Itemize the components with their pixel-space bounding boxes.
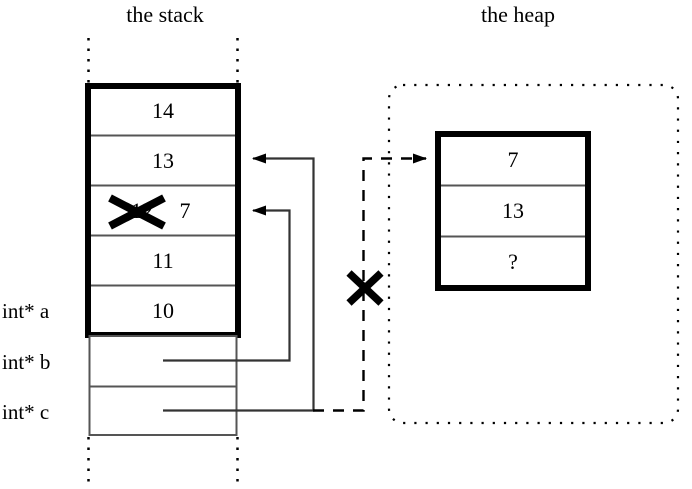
- stack-cell-value-0: 14: [152, 98, 174, 123]
- stack-cell-value-1: 13: [152, 148, 174, 173]
- stack-region-guides: [87, 38, 239, 489]
- stack-cell-value-4: 10: [152, 298, 174, 323]
- variable-label-b: int* b: [2, 350, 51, 374]
- heap-box: [435, 131, 591, 291]
- heap-region-boundary: [387, 83, 680, 425]
- variable-label-c: int* c: [2, 400, 50, 424]
- cross-out-pointer-c-icon: [346, 270, 384, 306]
- stack-cell-value-2-replacement: 7: [179, 198, 191, 223]
- heap-title: the heap: [481, 2, 555, 27]
- stack-title: the stack: [126, 2, 204, 27]
- heap-cell-value-0: 7: [507, 147, 519, 172]
- pointer-arrow-c: [163, 153, 315, 412]
- variable-label-a: int* a: [2, 299, 50, 323]
- cross-out-stack-value-icon: [108, 194, 166, 230]
- heap-cell-value-2: ?: [508, 249, 518, 274]
- pointer-arrow-c-to-heap-invalid: [313, 153, 427, 412]
- stack-cell-value-3: 11: [152, 248, 174, 273]
- pointer-arrow-b: [163, 205, 291, 362]
- stack-pointer-cells: [88, 335, 238, 436]
- stack-cell-value-2-struck: 12: [131, 198, 153, 223]
- heap-cell-value-1: 13: [502, 198, 524, 223]
